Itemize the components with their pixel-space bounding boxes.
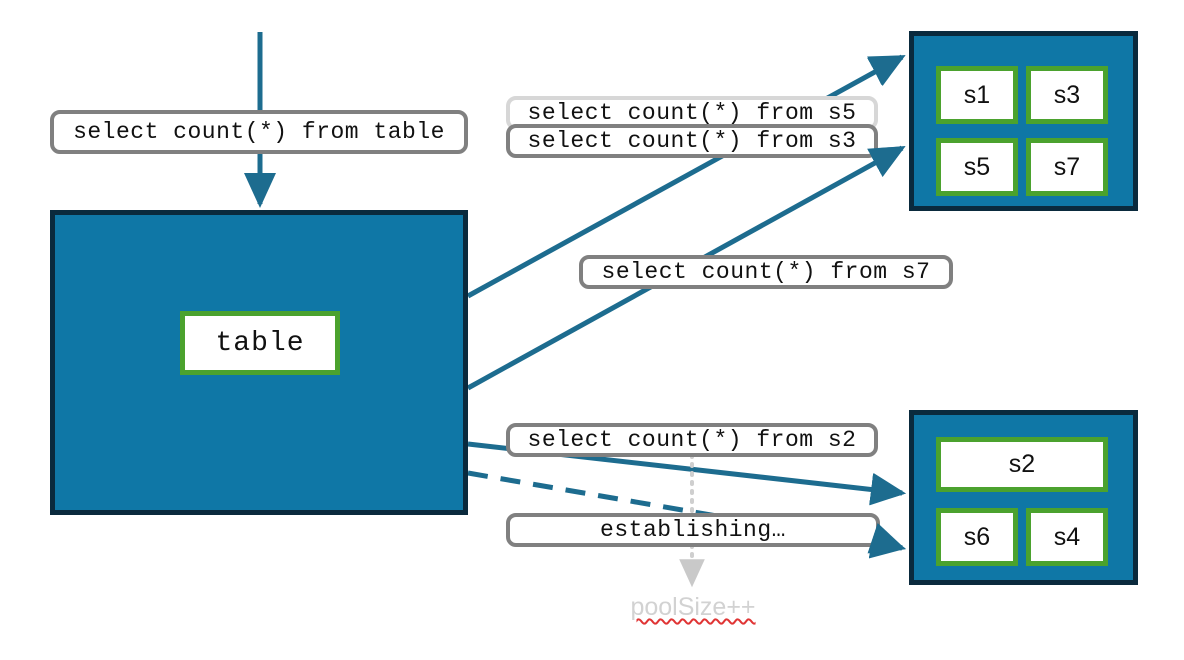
server-chip-s6[interactable]: s6 bbox=[936, 508, 1018, 566]
arrow-overlay-top-a bbox=[867, 54, 906, 86]
status-label-establishing[interactable]: establishing… bbox=[506, 513, 880, 547]
server-chip-s2[interactable]: s2 bbox=[936, 437, 1108, 492]
server-chip-s7[interactable]: s7 bbox=[1026, 138, 1108, 196]
query-label-s2[interactable]: select count(*) from s2 bbox=[506, 423, 878, 457]
arrow-overlay-bottom-solid bbox=[869, 472, 906, 505]
query-label-s7[interactable]: select count(*) from s7 bbox=[579, 255, 953, 289]
query-label-s3[interactable]: select count(*) from s3 bbox=[506, 124, 878, 158]
arrow-overlay-bottom-dashed bbox=[867, 523, 906, 554]
query-label-table[interactable]: select count(*) from table bbox=[50, 110, 468, 154]
table-chip[interactable]: table bbox=[180, 311, 340, 375]
pool-size-value: poolSize++ bbox=[630, 593, 756, 621]
server-chip-s1[interactable]: s1 bbox=[936, 66, 1018, 124]
pool-size-text: poolSize++ bbox=[580, 593, 806, 622]
arrow-overlay-top-b bbox=[867, 145, 906, 177]
server-chip-s3[interactable]: s3 bbox=[1026, 66, 1108, 124]
server-chip-s4[interactable]: s4 bbox=[1026, 508, 1108, 566]
server-chip-s5[interactable]: s5 bbox=[936, 138, 1018, 196]
